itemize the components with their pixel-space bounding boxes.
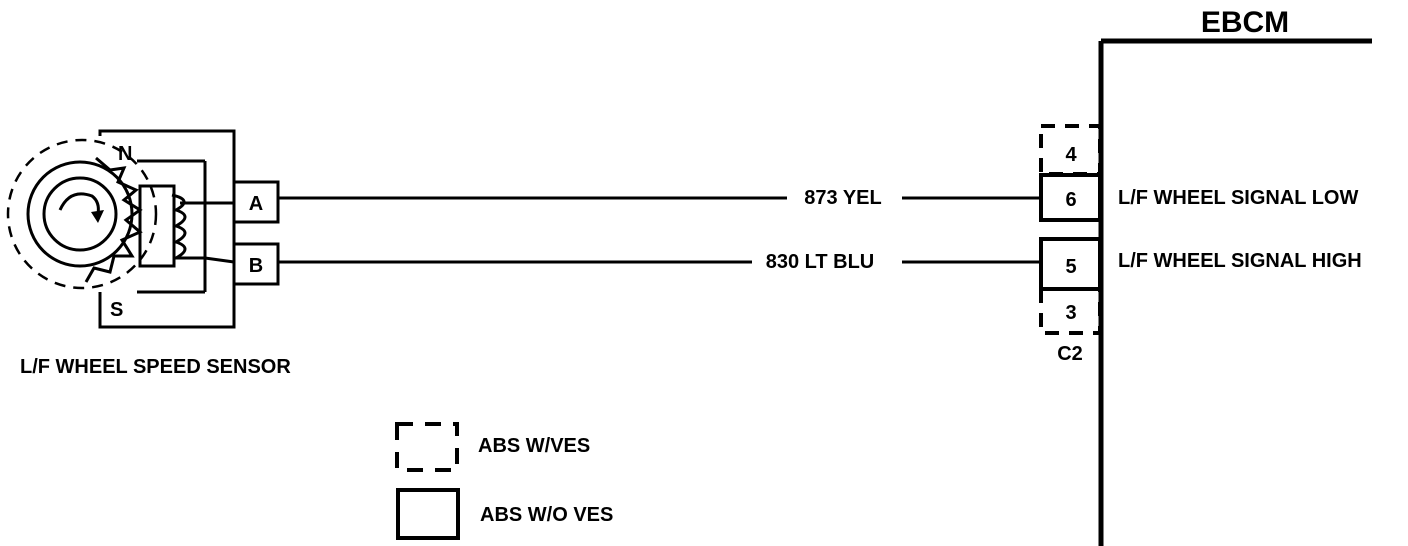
sensor-label: L/F WHEEL SPEED SENSOR [20,356,291,378]
pole-north-label: N [118,143,132,165]
wire-lower-label: 830 LT BLU [766,251,875,273]
ebcm-title: EBCM [1201,6,1289,39]
legend-dashed-box-icon [395,422,459,472]
rotation-arrow-icon [58,192,100,215]
wheel-speed-sensor: N S A B [6,129,280,329]
pin-3-number: 3 [1065,302,1076,324]
connector-c2: 4 6 5 3 C2 [1039,124,1102,365]
pin-4-number: 4 [1065,144,1077,166]
terminal-b-box [232,242,280,286]
reluctor-ring-dashed [6,138,158,290]
sensor-magnet-outline [98,129,236,329]
legend-dashed-label: ABS W/VES [478,435,590,457]
connector-c2-label: C2 [1057,343,1083,365]
pin-6-box [1039,173,1102,222]
terminal-a-box [232,180,280,224]
terminal-a-label: A [249,193,263,215]
signal-low-label: L/F WHEEL SIGNAL LOW [1118,187,1358,209]
pin-6-number: 6 [1065,189,1076,211]
coil-winding [171,193,187,260]
hub-inner-circle [42,176,118,252]
wire-upper-label: 873 YEL [804,187,881,209]
pole-zigzag [84,156,143,283]
pin-5-number: 5 [1065,256,1076,278]
terminal-b-label: B [249,255,263,277]
pin-4-box [1039,124,1102,176]
pole-south-label: S [110,299,123,321]
legend-solid-label: ABS W/O VES [480,504,613,526]
rotation-arrowhead-icon [91,210,104,223]
legend: ABS W/VES ABS W/O VES [395,422,613,540]
coil-lead-b [174,256,235,264]
ebcm-module: EBCM [1098,6,1372,546]
pin-3-box [1039,287,1102,335]
legend-solid-box-icon [396,488,460,540]
signal-high-label: L/F WHEEL SIGNAL HIGH [1118,250,1362,272]
